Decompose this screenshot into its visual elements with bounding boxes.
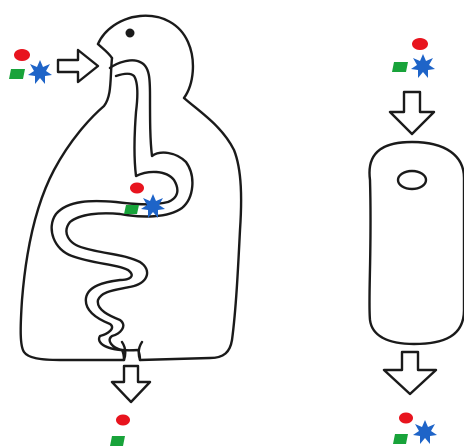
green-particle-icon bbox=[110, 436, 125, 446]
red-particle-icon bbox=[412, 38, 428, 50]
cylinder-opening bbox=[398, 171, 426, 189]
red-particle-icon bbox=[399, 413, 413, 424]
output-arrow-right-icon bbox=[384, 352, 436, 394]
input-arrow-right-icon bbox=[390, 92, 434, 134]
green-particle-icon bbox=[393, 434, 408, 444]
input-arrow-icon bbox=[58, 50, 98, 82]
eye-icon bbox=[126, 29, 135, 38]
green-particle-icon bbox=[124, 205, 139, 214]
right-output-particles bbox=[393, 413, 437, 445]
output-arrow-left-icon bbox=[112, 366, 150, 402]
face-contour bbox=[98, 44, 112, 58]
red-particle-icon bbox=[14, 49, 30, 61]
green-particle-icon bbox=[9, 69, 25, 79]
blue-particle-icon bbox=[28, 60, 52, 84]
green-particle-icon bbox=[392, 62, 408, 72]
body-outline bbox=[98, 16, 241, 360]
stomach-particles bbox=[124, 183, 165, 219]
left-input-particles bbox=[9, 49, 52, 84]
pipe-cylinder bbox=[369, 142, 464, 344]
red-particle-icon bbox=[130, 183, 144, 194]
red-particle-icon bbox=[116, 415, 130, 426]
blue-particle-icon bbox=[411, 54, 435, 78]
blue-particle-icon bbox=[413, 420, 437, 444]
left-output-particles bbox=[110, 415, 130, 447]
right-input-particles bbox=[392, 38, 435, 78]
